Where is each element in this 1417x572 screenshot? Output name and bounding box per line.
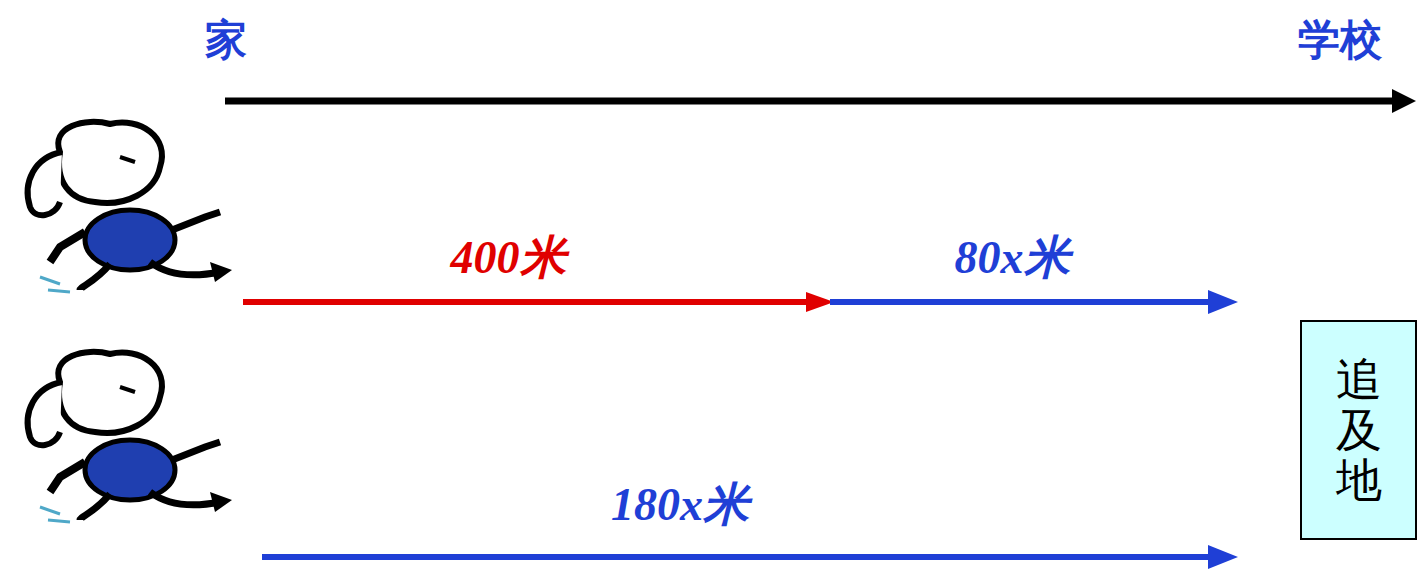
distance-arrow: [830, 299, 1215, 305]
runner-figure: [28, 122, 232, 292]
vertical-text: 追及地: [1336, 354, 1382, 506]
runner-figure: [28, 352, 232, 522]
place-label: 学校: [1298, 19, 1382, 61]
arrow-head: [1208, 545, 1238, 569]
arrow-head: [806, 292, 834, 312]
place-label: 家: [205, 19, 247, 61]
distance-arrow: [262, 554, 1215, 560]
marker-box: 追及地: [1300, 320, 1417, 540]
route-line: [225, 98, 1398, 105]
arrow-head: [1208, 290, 1238, 314]
distance-label: 400米: [451, 235, 566, 281]
arrow-head: [1392, 89, 1416, 113]
distance-label: 80x米: [955, 235, 1070, 281]
distance-label: 180x米: [611, 482, 749, 528]
distance-arrow: [243, 299, 812, 305]
